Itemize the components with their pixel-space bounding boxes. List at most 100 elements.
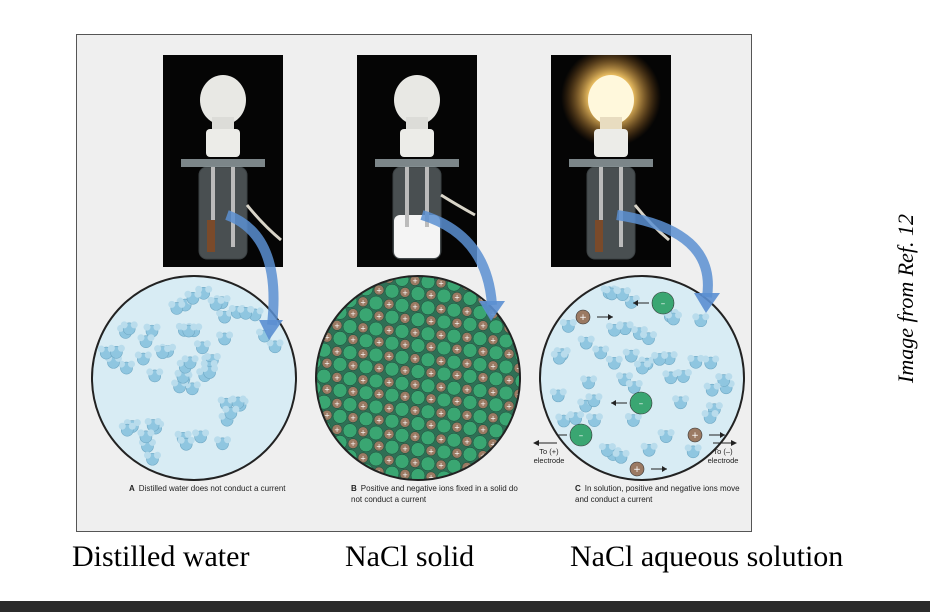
sodium-ion: +: [331, 450, 343, 461]
molecular-view-distilled-water: [91, 275, 297, 481]
sodium-ion: +: [513, 310, 519, 322]
svg-text:+: +: [324, 308, 330, 316]
chloride-ion: [332, 383, 348, 398]
sodium-ion: +: [451, 317, 463, 329]
sodium-ion: +: [373, 414, 385, 426]
svg-text:+: +: [402, 393, 408, 401]
sodium-ion: +: [399, 443, 411, 454]
water-molecule: [144, 417, 162, 432]
svg-text:+: +: [412, 355, 418, 363]
sodium-ion: +: [409, 277, 421, 286]
water-molecule: [625, 379, 643, 394]
sodium-ion: +: [399, 365, 411, 376]
sodium-ion: +: [451, 395, 463, 407]
water-molecule: [585, 413, 603, 428]
chloride-ion: [394, 324, 410, 339]
svg-text:+: +: [428, 395, 434, 403]
chloride-ion: [332, 331, 348, 346]
chloride-ion: [498, 385, 514, 401]
sodium-ion: +: [357, 374, 369, 386]
chloride-ion: [472, 435, 488, 450]
sodium-ion: +: [575, 309, 613, 325]
svg-text:+: +: [324, 386, 330, 394]
sodium-ion: +: [503, 348, 515, 360]
sodium-ion: +: [487, 412, 499, 424]
sodium-ion: +: [435, 407, 447, 419]
chloride-ion: [436, 366, 452, 382]
chloride-ion: [317, 459, 322, 473]
water-molecule: [692, 313, 710, 328]
sodium-ion: +: [425, 393, 437, 405]
water-molecule: [107, 344, 125, 359]
sodium-ion: +: [435, 433, 447, 445]
chloride-ion: [384, 309, 400, 325]
svg-text:+: +: [360, 350, 366, 358]
svg-text:+: +: [324, 360, 330, 368]
sodium-ion: +: [477, 450, 489, 461]
svg-text:+: +: [480, 322, 486, 330]
svg-text:+: +: [412, 407, 418, 415]
svg-text:+: +: [350, 440, 356, 448]
chloride-ion: [342, 371, 358, 386]
sodium-ion: +: [409, 379, 421, 390]
chloride-ion: [384, 413, 400, 429]
chloride-ion: [368, 399, 384, 415]
sodium-ion: +: [373, 310, 385, 322]
sodium-ion: +: [687, 427, 725, 443]
sodium-ion: +: [487, 282, 499, 294]
svg-text:+: +: [516, 469, 519, 477]
sodium-ion: +: [513, 336, 519, 348]
svg-text:+: +: [428, 421, 434, 429]
sodium-ion: +: [629, 461, 667, 477]
sodium-ion: +: [461, 436, 473, 447]
molecular-view-nacl-lattice: ++++++++++++++++++++++++++++++++++++++++…: [315, 275, 521, 481]
svg-text:+: +: [633, 465, 641, 475]
water-molecule: [674, 369, 692, 383]
svg-text:+: +: [480, 296, 486, 304]
sodium-ion: +: [435, 459, 447, 471]
svg-text:+: +: [386, 431, 392, 439]
sodium-ion: +: [461, 410, 473, 421]
chloride-ion: [488, 371, 504, 387]
sodium-ion: +: [451, 369, 463, 381]
svg-text:+: +: [506, 455, 512, 463]
water-molecule: [550, 350, 568, 365]
water-molecule: [154, 345, 172, 359]
svg-text:+: +: [386, 301, 392, 309]
chloride-ion: [342, 319, 358, 334]
chloride-ion: [518, 478, 519, 479]
svg-text:+: +: [480, 400, 486, 408]
chloride-ion: [472, 461, 488, 476]
chloride-ion: [358, 437, 374, 453]
chloride-ion: [420, 430, 436, 446]
sodium-ion: +: [425, 419, 437, 431]
chloride-ion: [358, 385, 374, 401]
chloride-ion: [436, 288, 452, 304]
chloride-ion: [488, 293, 504, 309]
chloride-ion: [317, 420, 332, 436]
sodium-ion: +: [513, 284, 519, 296]
sodium-ion: +: [347, 438, 359, 449]
svg-text:+: +: [490, 284, 496, 292]
svg-text:+: +: [376, 469, 382, 477]
sodium-ion: +: [383, 298, 395, 310]
chloride-ion: [446, 458, 462, 474]
svg-text:+: +: [490, 466, 496, 474]
svg-text:+: +: [350, 466, 356, 474]
sodium-ion: +: [425, 367, 437, 379]
sodium-ion: +: [347, 464, 359, 475]
svg-text:+: +: [506, 299, 512, 307]
svg-text:+: +: [360, 298, 366, 306]
svg-text:+: +: [324, 412, 330, 420]
sodium-ion: +: [503, 374, 515, 386]
water-molecule: [214, 436, 232, 451]
svg-text:+: +: [464, 386, 470, 394]
svg-text:+: +: [454, 424, 460, 432]
chloride-ion: [358, 463, 374, 479]
chloride-ion: [394, 428, 410, 443]
svg-text:+: +: [438, 306, 444, 314]
sodium-ion: +: [357, 400, 369, 412]
svg-text:+: +: [324, 282, 330, 290]
svg-text:+: +: [438, 436, 444, 444]
caption-letter: C: [575, 484, 581, 493]
